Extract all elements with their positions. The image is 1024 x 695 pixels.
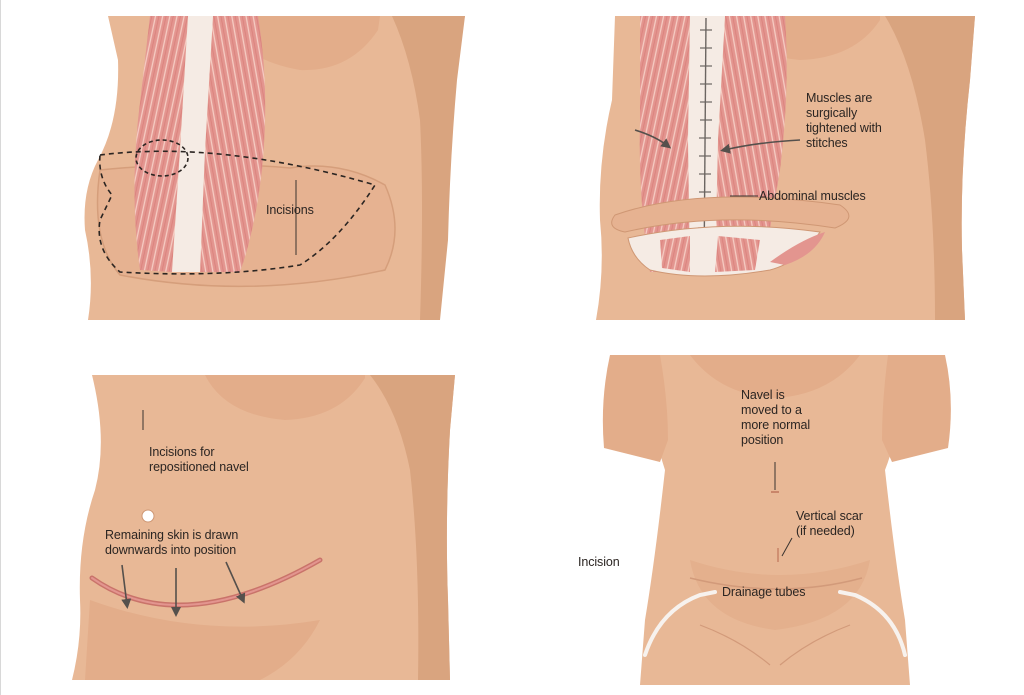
linea-alba xyxy=(172,16,213,272)
skin-drawn-label: Remaining skin is drawn downwards into p… xyxy=(105,528,239,557)
oblique-flap xyxy=(770,232,825,265)
muscles-tightened-label: Muscles are surgically tightened with st… xyxy=(806,91,882,150)
hip-fold xyxy=(85,600,320,680)
navel-incision xyxy=(135,139,189,177)
muscle-right xyxy=(200,16,266,272)
drainage-tube-left xyxy=(643,590,717,657)
panel-top-right xyxy=(596,16,975,320)
waist-shadow xyxy=(690,560,870,630)
right-arm xyxy=(392,16,465,320)
incision-label: Incision xyxy=(578,555,620,569)
incision-outline xyxy=(98,150,377,275)
right-arm xyxy=(370,375,455,680)
skin-flap xyxy=(611,196,850,233)
navel-hole xyxy=(141,509,155,523)
vertical-scar-label: Vertical scar (if needed) xyxy=(796,509,863,538)
arrow-left-tighten xyxy=(634,129,672,149)
incision-scar xyxy=(689,577,863,590)
lower-muscle-left xyxy=(660,236,690,272)
arrow-down-right xyxy=(225,561,246,604)
drainage-tubes-label: Drainage tubes xyxy=(722,585,806,599)
right-arm xyxy=(885,16,975,320)
chest-fold xyxy=(690,355,860,398)
incisions-label: Incisions xyxy=(266,203,314,217)
arrow-right-tighten xyxy=(720,139,801,154)
abdominal-muscles-label: Abdominal muscles xyxy=(759,189,866,203)
breast-fold xyxy=(205,375,365,420)
muscle-left xyxy=(134,16,188,272)
lower-incision-highlight xyxy=(91,559,321,607)
panel-bottom-left xyxy=(72,375,455,680)
panel-bottom-right xyxy=(602,355,951,685)
panel-top-left xyxy=(84,16,466,320)
drainage-tube-right xyxy=(838,590,907,657)
groin-lines xyxy=(699,624,851,666)
vertical-scar-pointer xyxy=(781,537,793,557)
lower-muscle-right xyxy=(715,236,760,272)
incisions-navel-label: Incisions for repositioned navel xyxy=(149,445,249,474)
left-arm xyxy=(602,355,668,462)
right-arm xyxy=(882,355,951,462)
arrow-down-left xyxy=(121,564,132,609)
navel-moved-label: Navel is moved to a more normal position xyxy=(741,388,811,447)
